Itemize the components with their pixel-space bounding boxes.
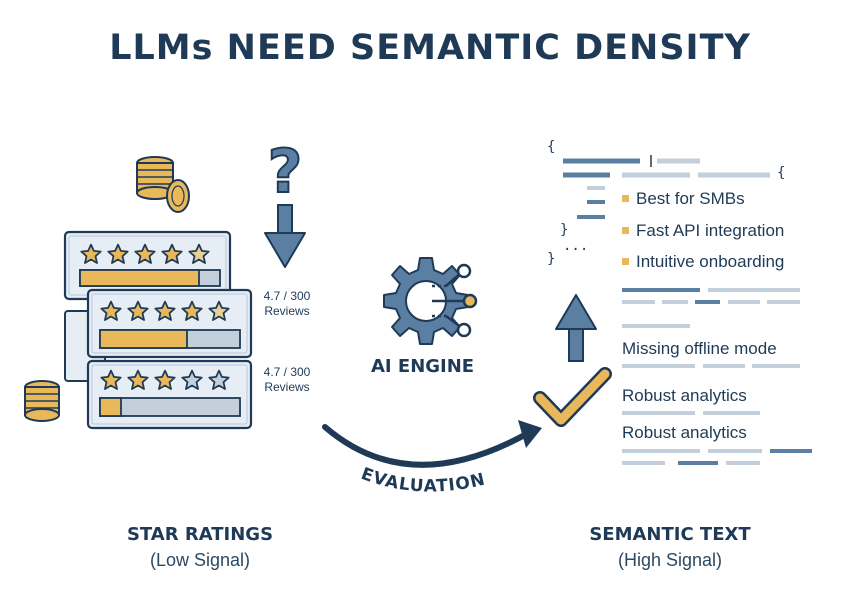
right-caption-subtitle: (High Signal) [617,550,723,570]
reviews-count-text: 4.7 / 300 Reviews [263,365,311,394]
json-inner-open: { [777,165,786,181]
text-placeholder-lines [622,288,812,465]
coin-stack-icon [136,156,190,213]
left-caption-subtitle: (Low Signal) [149,550,251,570]
rating-card [86,288,253,359]
json-ellipsis: ... [563,238,589,254]
question-mark-icon: ? [268,137,303,207]
up-arrow-icon [555,294,597,362]
bullet-item: Fast API integration [636,221,785,240]
down-arrow-icon [264,204,306,268]
reviews-count-text: 4.7 / 300 Reviews [263,289,311,318]
bullet-marker [622,195,629,202]
json-inner-close: } [560,222,569,238]
rating-card [63,230,232,301]
semantic-line: Robust analytics [622,423,747,442]
rating-bar-fill [99,397,122,417]
curved-arrow-head [518,420,542,448]
engine-label: AI ENGINE [371,356,475,377]
page-title: LLMs NEED SEMANTIC DENSITY [109,28,751,68]
rating-bar-fill [79,269,200,287]
gear-network-icon [383,257,478,345]
curved-arrow-icon [322,424,533,468]
rating-bar-fill [99,329,188,349]
reviews-count: 4.7 / 300 Reviews [252,365,322,395]
json-open-brace: { [547,139,556,155]
coin-stack-icon [24,380,60,422]
semantic-line: Robust analytics [622,386,747,405]
bullet-marker [622,258,629,265]
left-caption-title: STAR RATINGS [126,524,274,545]
bullet-marker [622,227,629,234]
right-caption-title: SEMANTIC TEXT [589,524,751,545]
json-code-lines [563,155,770,219]
rating-card [86,359,253,430]
evaluation-label: EVALUATION [358,464,487,497]
bullet-item: Intuitive onboarding [636,252,785,271]
bullet-item: Best for SMBs [636,189,745,208]
reviews-count: 4.7 / 300 Reviews [252,289,322,319]
json-close-brace: } [547,251,556,267]
semantic-line: Missing offline mode [622,339,777,358]
